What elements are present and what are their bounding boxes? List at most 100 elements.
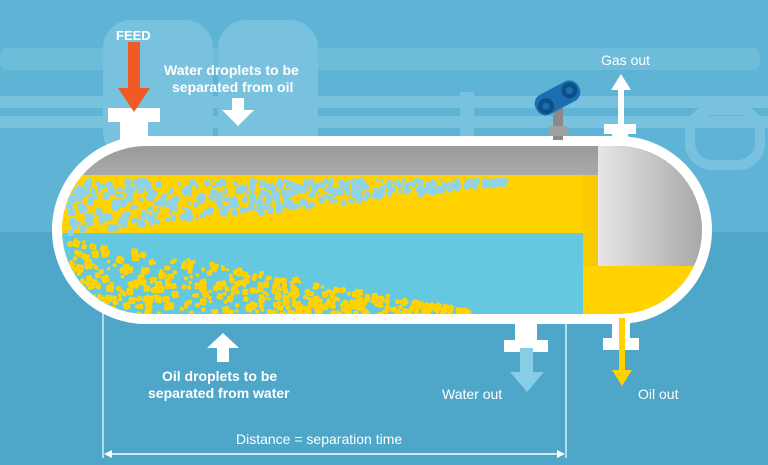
droplet	[275, 190, 279, 194]
droplet	[400, 300, 405, 305]
oil-droplets-label-line2: separated from water	[148, 385, 290, 401]
droplet	[329, 177, 334, 182]
droplet	[208, 289, 212, 293]
droplet	[163, 273, 168, 278]
oil-droplets-arrow-icon	[207, 333, 239, 362]
droplet	[126, 287, 134, 296]
droplet	[138, 197, 144, 202]
droplet	[249, 287, 257, 294]
droplet	[242, 296, 249, 302]
droplet	[147, 297, 154, 304]
droplet	[266, 293, 270, 297]
droplet	[187, 201, 191, 205]
droplet	[312, 285, 318, 290]
droplet	[93, 195, 99, 200]
droplet	[280, 186, 284, 190]
droplet	[349, 300, 354, 305]
droplet	[187, 299, 193, 305]
droplet	[228, 277, 235, 284]
droplet	[223, 191, 228, 195]
water-droplets-label-line2: separated from oil	[172, 79, 294, 95]
droplet	[168, 210, 173, 215]
droplet	[498, 179, 504, 186]
droplet	[332, 193, 336, 197]
droplet	[144, 178, 148, 182]
droplet	[79, 225, 87, 233]
droplet	[310, 186, 318, 193]
droplet	[341, 299, 349, 307]
droplet	[170, 259, 176, 265]
droplet	[154, 295, 164, 304]
droplet	[188, 179, 196, 187]
droplet	[275, 180, 282, 188]
droplet	[395, 299, 400, 305]
droplet	[273, 280, 280, 287]
droplet	[265, 183, 272, 191]
droplet	[131, 253, 140, 262]
droplet	[381, 185, 386, 190]
droplet	[162, 295, 170, 303]
droplet	[422, 306, 427, 310]
droplet	[223, 205, 230, 212]
droplet	[94, 180, 100, 186]
weir-plate	[583, 175, 598, 314]
droplet	[263, 204, 269, 210]
droplet	[92, 263, 96, 267]
droplet	[242, 288, 249, 296]
droplet	[267, 206, 274, 213]
droplet	[71, 223, 78, 231]
droplet	[106, 267, 111, 271]
droplet	[282, 287, 288, 293]
droplet	[156, 208, 161, 213]
droplet	[291, 189, 298, 196]
oil-out-arrow-icon	[612, 318, 632, 386]
droplet	[241, 197, 248, 203]
droplet	[460, 309, 465, 314]
droplet	[271, 310, 278, 314]
droplet	[153, 200, 159, 206]
droplet	[90, 190, 97, 197]
droplet	[238, 279, 244, 286]
droplet	[281, 203, 287, 209]
droplet	[332, 286, 340, 293]
droplet	[73, 187, 80, 194]
droplet	[365, 310, 370, 314]
droplet	[235, 187, 242, 195]
droplet	[67, 229, 75, 237]
droplet	[384, 298, 390, 304]
droplet	[208, 300, 213, 304]
droplet	[338, 311, 343, 314]
droplet	[164, 281, 173, 290]
droplet	[171, 290, 179, 299]
droplet	[448, 306, 453, 311]
droplet	[167, 273, 174, 280]
droplet	[345, 192, 350, 197]
droplet	[290, 310, 296, 314]
droplet	[140, 212, 148, 220]
droplet	[397, 304, 403, 310]
droplet	[137, 185, 145, 194]
droplet	[159, 269, 164, 273]
droplet	[212, 284, 220, 292]
droplet	[332, 299, 336, 304]
droplet	[320, 285, 325, 289]
droplet	[456, 182, 461, 187]
droplet	[100, 274, 110, 284]
droplet	[203, 179, 211, 187]
droplet	[299, 303, 304, 308]
droplet	[135, 297, 140, 302]
droplet	[236, 267, 243, 274]
droplet	[102, 192, 110, 200]
feed-arrow-icon	[118, 42, 150, 112]
droplet	[254, 207, 259, 212]
droplet	[128, 296, 136, 305]
droplet	[384, 309, 389, 314]
droplet	[232, 180, 239, 187]
droplet	[186, 258, 191, 262]
droplet	[246, 274, 251, 279]
droplet	[125, 195, 133, 203]
droplet	[135, 311, 143, 314]
droplet	[231, 209, 239, 217]
droplet	[67, 240, 74, 248]
droplet	[357, 181, 364, 188]
